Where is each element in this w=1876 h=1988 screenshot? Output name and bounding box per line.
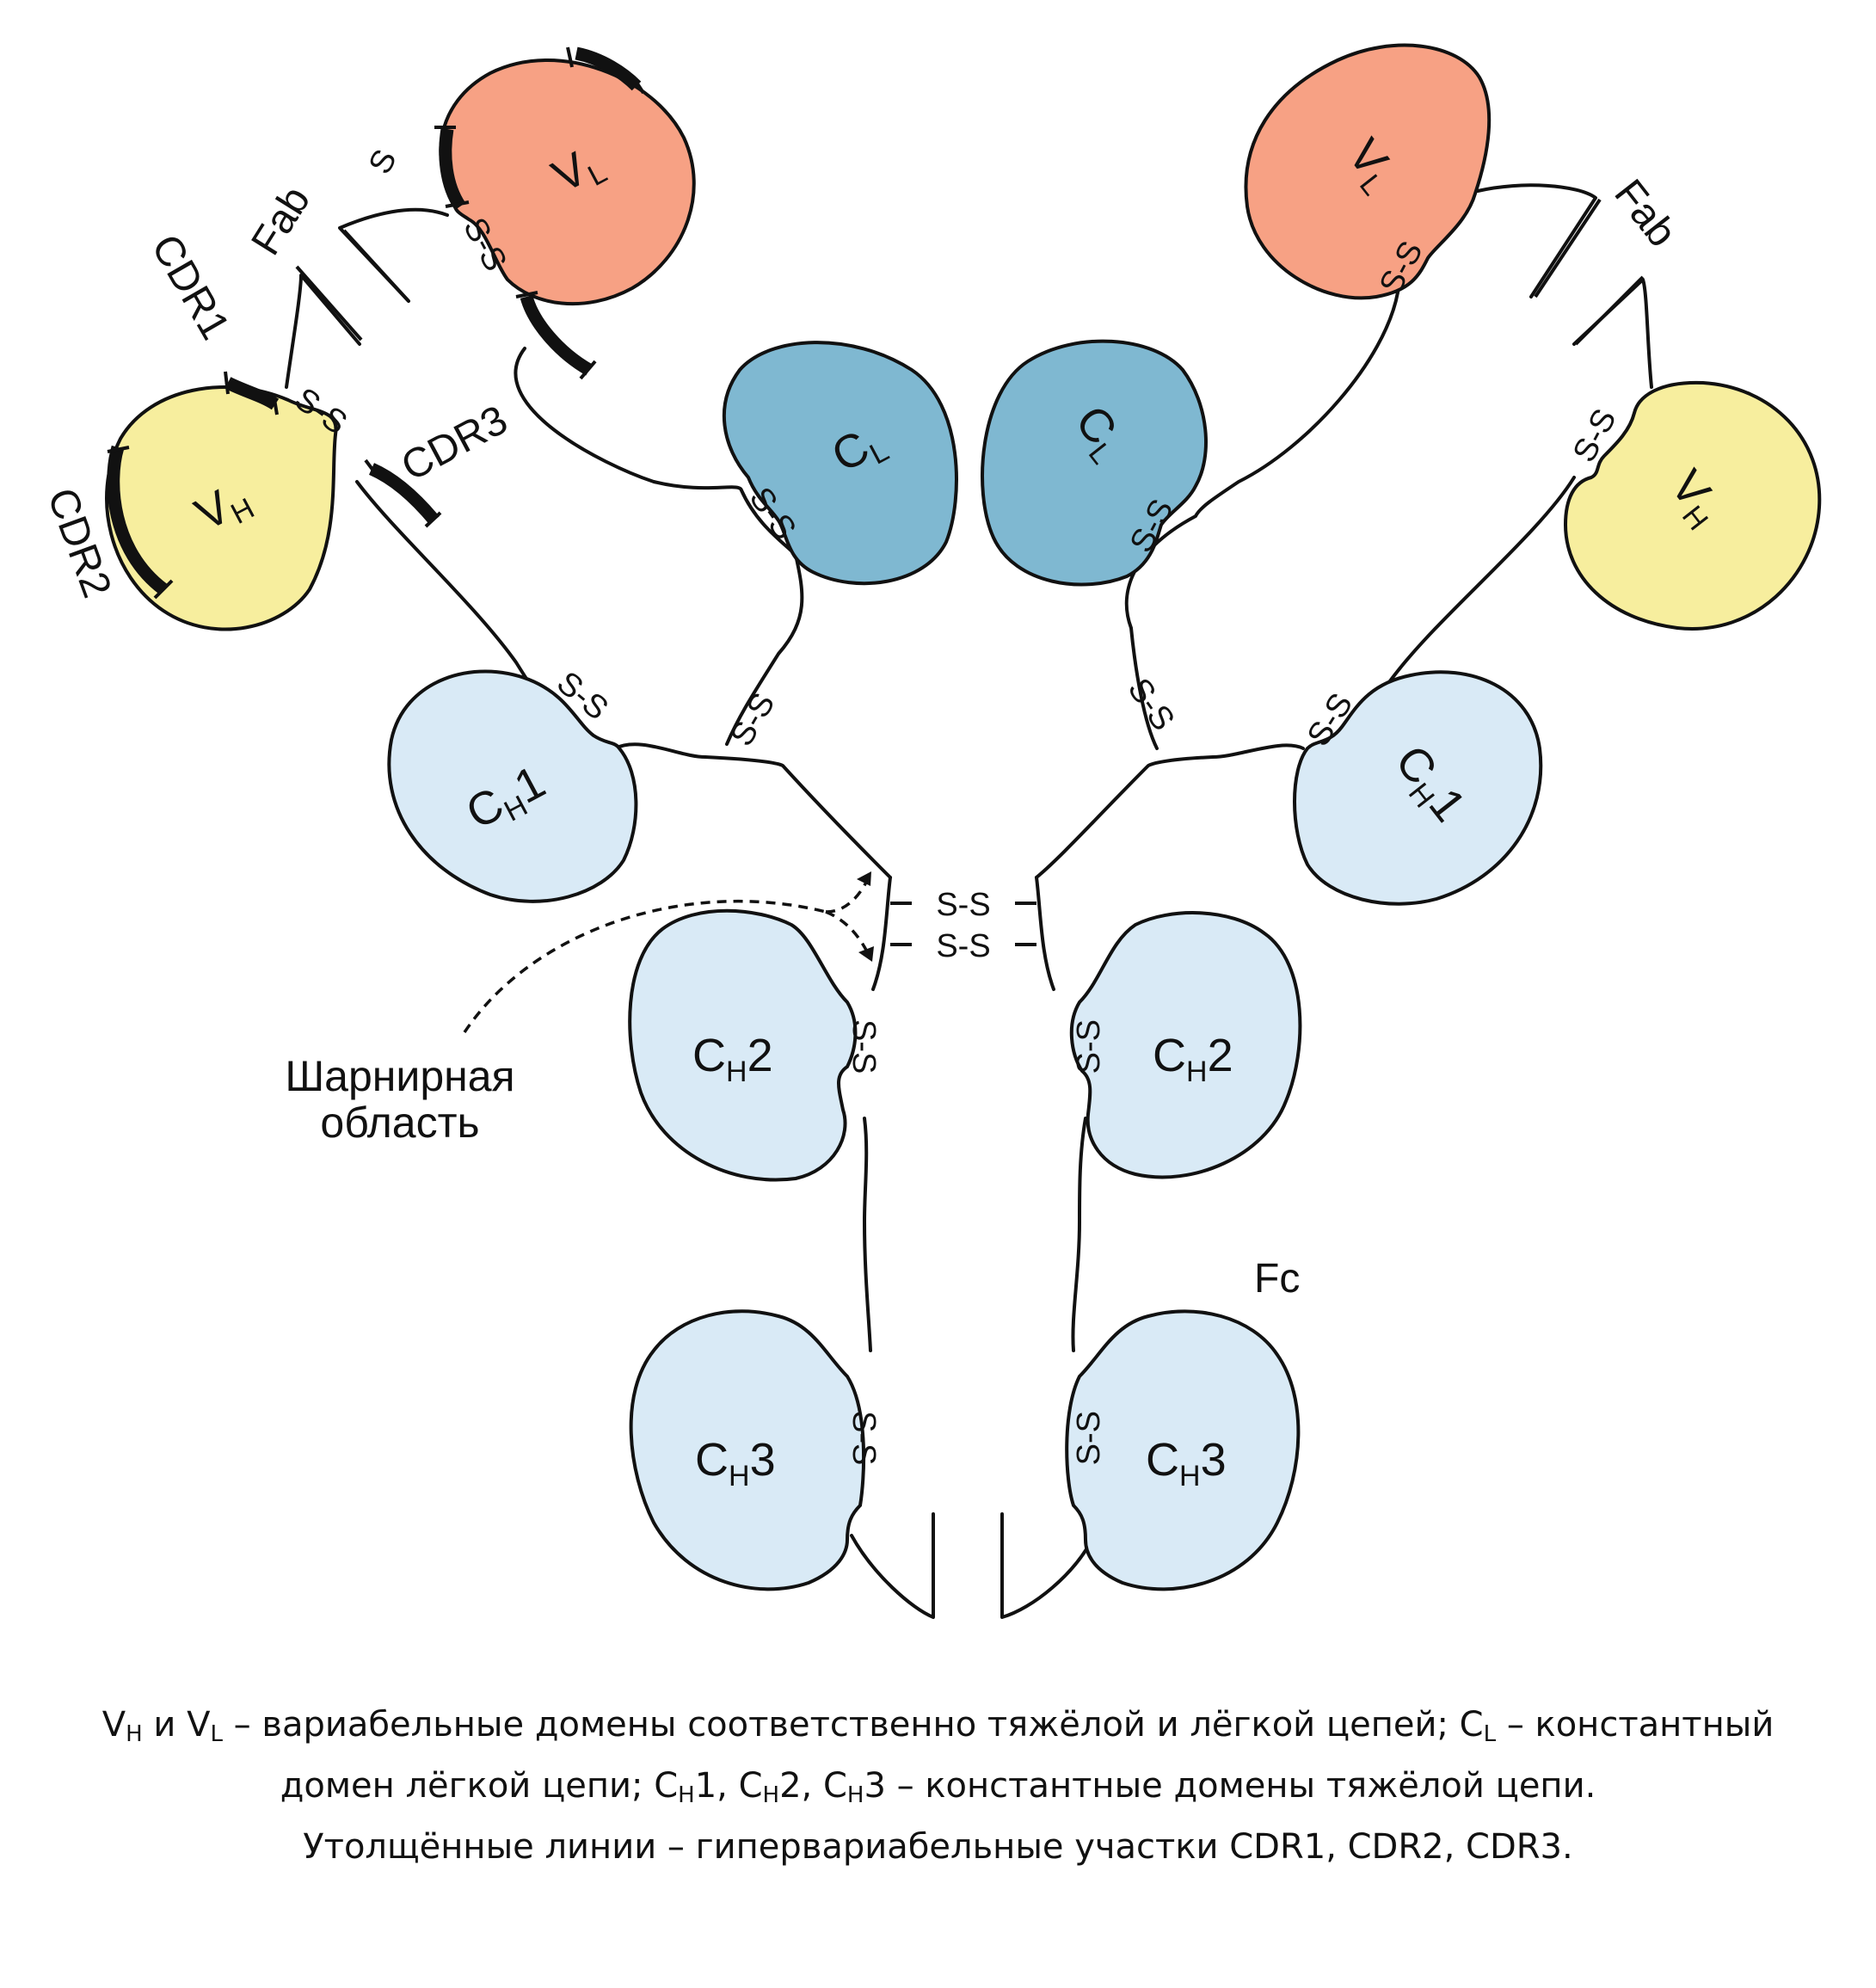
right-heavy-link-ch2-ch3 xyxy=(1071,1117,1087,1352)
left-vl-domain xyxy=(439,58,696,306)
right-light-n-terminus xyxy=(1476,183,1597,299)
right-ch2-label: CH2 xyxy=(1153,1030,1233,1088)
left-fab-label: Fab xyxy=(243,179,319,263)
hinge-pointer xyxy=(463,871,874,1033)
left-heavy-c-terminus xyxy=(850,1512,935,1619)
cdr-tick xyxy=(515,291,538,299)
left-heavy-n-terminus xyxy=(285,274,361,389)
cdr3-label: CDR3 xyxy=(394,397,514,490)
right-fab-break xyxy=(1534,198,1602,299)
left-fab-break xyxy=(295,265,363,342)
right-fab-label: Fab xyxy=(1605,171,1685,255)
cdr-tick xyxy=(107,446,130,453)
vl-cdr-c xyxy=(520,294,593,376)
caption-line-2: домен лёгкой цепи; CH1, CH2, CH3 – конст… xyxy=(280,1766,1596,1808)
vl-cdr-b xyxy=(439,127,466,211)
figure-caption: VH и VL – вариабельные домены соответств… xyxy=(0,1699,1876,1873)
disulfide-right-ch2: S-S xyxy=(1071,1019,1107,1074)
right-heavy-n-terminus xyxy=(1572,278,1653,389)
left-ch1-domain xyxy=(387,669,638,903)
fab-break-marks xyxy=(295,198,1645,346)
right-cl-domain xyxy=(981,339,1208,587)
cdr-tick xyxy=(272,393,279,415)
arrow-head-icon xyxy=(857,871,871,886)
disulfide-right-ch3: S-S xyxy=(1071,1411,1107,1465)
cdr-tick xyxy=(153,579,174,600)
hinge-pointer-branch-down xyxy=(825,910,870,956)
left-ch3-label: CH3 xyxy=(695,1434,776,1493)
left-light-chain xyxy=(514,347,804,746)
disulfide-left-light-heavy: S-S xyxy=(723,687,782,753)
right-heavy-c-terminus xyxy=(1000,1512,1096,1619)
cdr-segments xyxy=(107,46,645,600)
left-ch2-domain xyxy=(628,908,858,1182)
hinge-pointer-line xyxy=(463,899,827,1033)
disulfide-left-ch2: S-S xyxy=(846,1019,882,1074)
disulfide-left-ch3: S-S xyxy=(846,1411,882,1465)
left-heavy-hinge-left xyxy=(871,876,892,991)
hinge-label-line1: Шарнирная xyxy=(285,1052,514,1100)
cdr-tick xyxy=(224,371,230,395)
left-cl-domain xyxy=(722,341,958,586)
cdr-tick xyxy=(364,459,380,479)
right-ch3-domain xyxy=(1065,1309,1301,1591)
right-ch2-domain xyxy=(1069,911,1302,1179)
fc-label: Fc xyxy=(1254,1256,1300,1302)
disulfide-right-light-heavy: S-S xyxy=(1121,672,1182,737)
left-ch2-label: CH2 xyxy=(692,1030,773,1088)
right-heavy-hinge-right xyxy=(1035,876,1055,991)
caption-line-1: VH и VL – вариабельные домены соответств… xyxy=(101,1705,1775,1747)
right-heavy-link-ch1-hinge xyxy=(1035,743,1305,879)
vh-cdr1 xyxy=(225,377,280,410)
cdr-tick xyxy=(424,511,442,528)
cdr-tick xyxy=(445,200,470,208)
cdr-tick xyxy=(579,360,597,380)
cdr1-label: CDR1 xyxy=(142,227,237,348)
antibody-diagram: Fab Fab CDR1 CDR2 CDR3 Fc Шарнирная обла… xyxy=(39,43,1822,1619)
hinge-pointer-branch-up xyxy=(825,877,870,914)
right-fab-break xyxy=(1574,275,1645,346)
vh-cdr2 xyxy=(107,445,168,594)
domains xyxy=(105,43,1822,1591)
right-light-chain xyxy=(1124,291,1399,750)
left-vh-domain xyxy=(105,385,338,631)
right-ch3-label: CH3 xyxy=(1146,1434,1227,1493)
vh-cdr3 xyxy=(368,463,440,525)
right-ch1-domain xyxy=(1293,670,1543,906)
left-heavy-link-ch2-ch3 xyxy=(863,1117,872,1352)
left-fab-break xyxy=(342,229,410,303)
disulfide-hinge-upper: S-S xyxy=(936,887,990,923)
cdr-tick xyxy=(566,46,574,68)
right-vh-domain xyxy=(1563,380,1822,631)
caption-line-3: Утолщённые линии – гипервариабельные уча… xyxy=(303,1827,1573,1867)
left-heavy-link-ch1-hinge xyxy=(613,742,892,879)
vl-cdr-a xyxy=(575,46,642,91)
left-ch3-domain xyxy=(629,1309,866,1591)
cdr-tick xyxy=(630,74,645,95)
left-light-n-terminus xyxy=(338,207,449,303)
hinge-label-line2: область xyxy=(320,1099,479,1147)
right-vl-domain xyxy=(1244,43,1492,300)
disulfide-s-fragment: S xyxy=(362,144,404,180)
disulfide-hinge-lower: S-S xyxy=(936,928,990,964)
arrow-head-icon xyxy=(858,946,874,962)
